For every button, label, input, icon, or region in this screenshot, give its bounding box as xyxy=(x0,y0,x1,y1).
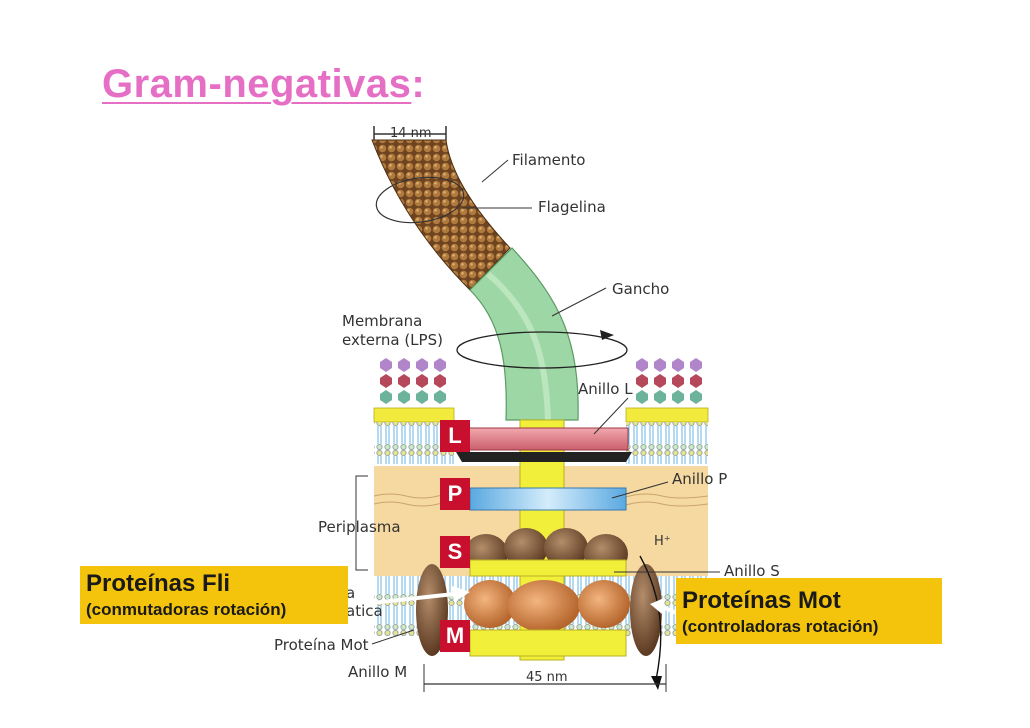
flagelina-label: Flagelina xyxy=(538,198,606,216)
rotation-arrow xyxy=(456,331,628,369)
fli-callout-title: Proteínas Fli xyxy=(86,570,231,597)
anillo-p-label: Anillo P xyxy=(672,470,728,488)
lps-right xyxy=(636,358,702,404)
scale-top-label: 14 nm xyxy=(390,126,432,141)
fli-proteins-callout: Proteínas Fli (conmutadoras rotación) xyxy=(80,566,348,624)
partial-label-2: atica xyxy=(346,602,383,620)
outer-membrane-right xyxy=(625,407,709,423)
anillo-l-label: Anillo L xyxy=(578,380,633,398)
ring-letter-l: L xyxy=(440,420,470,452)
fli-callout-subtitle: (conmutadoras rotación) xyxy=(86,600,287,619)
m-ring-motor xyxy=(464,580,630,632)
partial-label-1: a xyxy=(346,584,356,602)
slide-title: Gram-negativas: xyxy=(102,62,425,107)
mot-proteins-callout: Proteínas Mot (controladoras rotación) xyxy=(676,578,942,644)
mot-callout-subtitle: (controladoras rotación) xyxy=(682,617,879,636)
anillo-m-label: Anillo M xyxy=(348,663,408,681)
slide-title-text: Gram-negativas xyxy=(102,62,412,106)
membrana-label-line2: externa (LPS) xyxy=(342,331,443,349)
l-ring xyxy=(465,427,629,451)
proteina-mot-label: Proteína Mot xyxy=(274,636,369,654)
h-ion-label: H⁺ xyxy=(654,534,671,549)
slide-title-colon: : xyxy=(411,62,426,106)
filamento-label: Filamento xyxy=(512,151,586,169)
periplasma-label: Periplasma xyxy=(318,518,401,536)
gancho-label: Gancho xyxy=(612,280,670,298)
ring-letter-m: M xyxy=(440,620,470,652)
lps-left xyxy=(380,358,446,404)
ring-letter-p: P xyxy=(440,478,470,510)
p-ring xyxy=(469,487,627,511)
ring-letter-s: S xyxy=(440,536,470,568)
anillo-s-label: Anillo S xyxy=(724,562,780,580)
flagelina-outline xyxy=(375,176,465,224)
scale-bottom-label: 45 nm xyxy=(526,670,568,685)
hook xyxy=(469,247,579,421)
membrana-label-line1: Membrana xyxy=(342,312,423,330)
filament xyxy=(371,139,511,291)
mot-callout-title: Proteínas Mot xyxy=(682,587,841,614)
